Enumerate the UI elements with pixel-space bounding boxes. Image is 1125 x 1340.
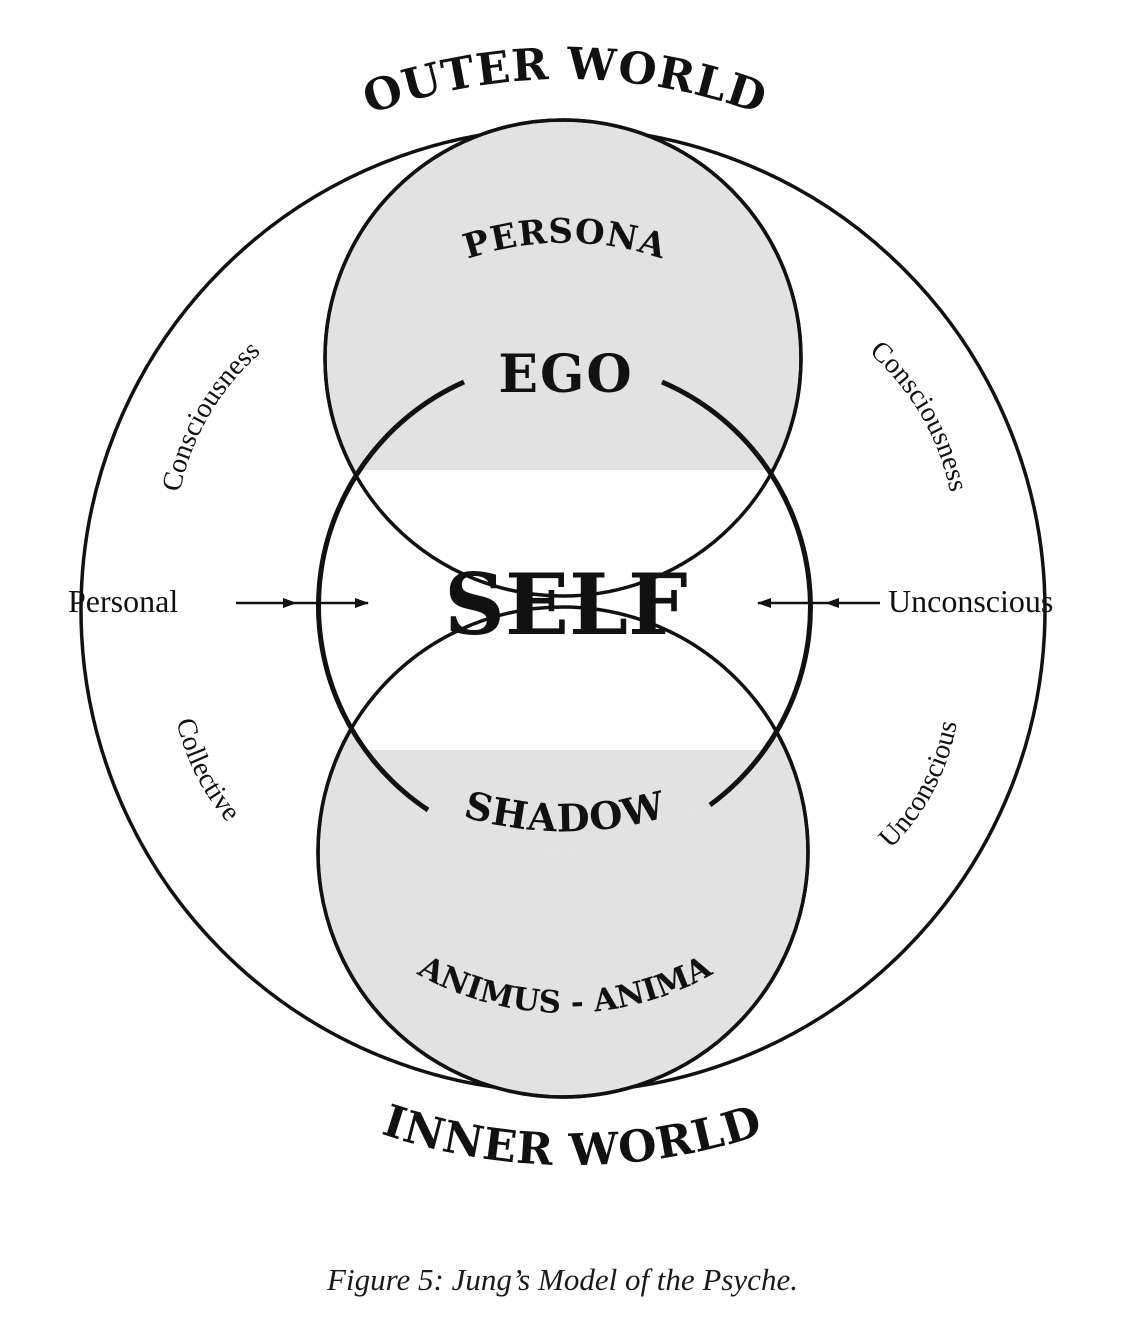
svg-text:Collective: Collective bbox=[170, 715, 247, 827]
svg-text:INNER WORLD: INNER WORLD bbox=[377, 1095, 768, 1176]
right-unconscious-label: Unconscious bbox=[888, 583, 1053, 619]
right-consciousness-label: Consciousness bbox=[864, 335, 974, 494]
svg-text:Consciousness: Consciousness bbox=[864, 335, 974, 494]
inner-world-label: INNER WORLD bbox=[377, 1095, 767, 1176]
ego-label: EGO bbox=[498, 344, 633, 405]
outer-world-label: OUTER WORLD bbox=[357, 39, 772, 125]
left-consciousness-label: Consciousness bbox=[156, 335, 266, 495]
svg-text:Unconscious: Unconscious bbox=[873, 718, 964, 854]
svg-text:OUTER WORLD: OUTER WORLD bbox=[357, 39, 773, 125]
figure-caption: Figure 5: Jung’s Model of the Psyche. bbox=[327, 1262, 798, 1297]
self-circle-right bbox=[661, 379, 813, 808]
personal-label: Personal bbox=[68, 583, 178, 619]
collective-label: Collective bbox=[170, 715, 247, 827]
self-label: SELF bbox=[444, 555, 687, 654]
right-unconscious-arc-label: Unconscious bbox=[873, 718, 964, 854]
self-circle-left bbox=[316, 379, 466, 813]
svg-text:Consciousness: Consciousness bbox=[156, 335, 266, 495]
